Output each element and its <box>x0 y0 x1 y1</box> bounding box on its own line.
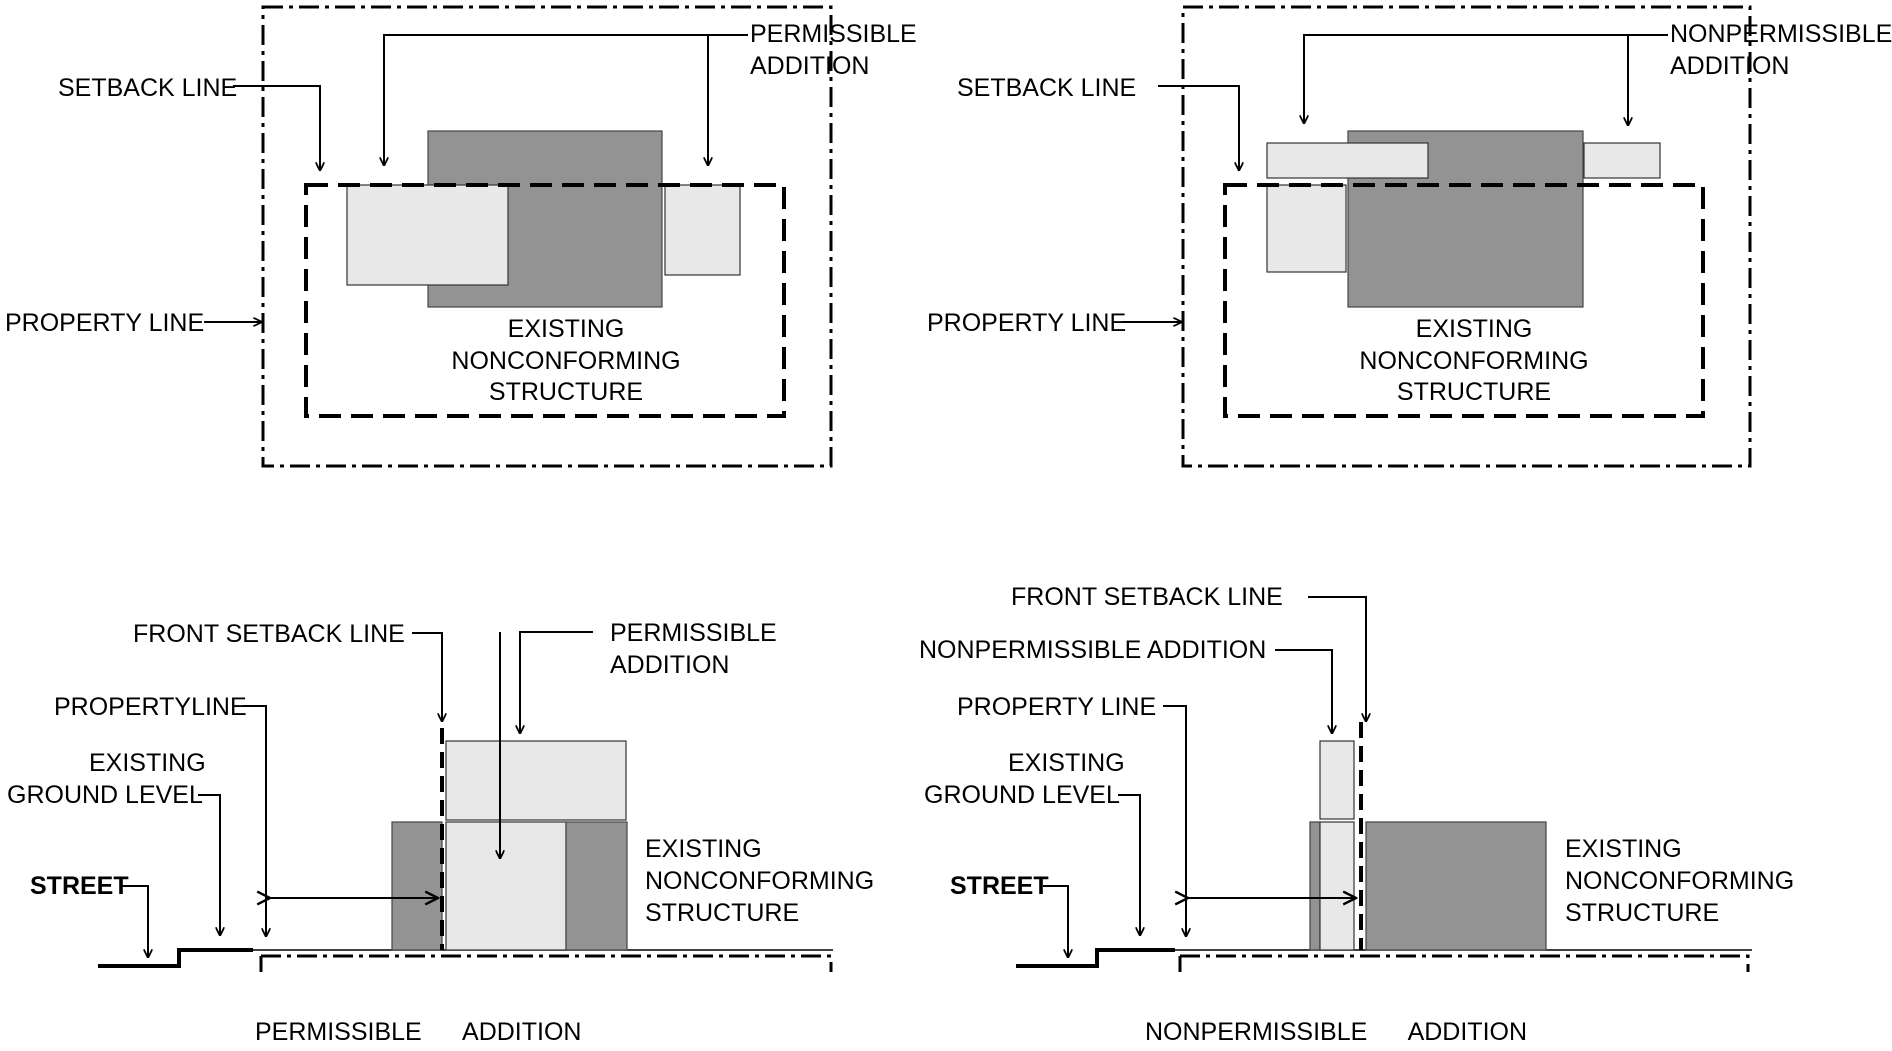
addition-leader <box>519 631 593 733</box>
property-line-label: PROPERTY LINE <box>927 309 1126 337</box>
property-line-ground <box>1180 954 1750 972</box>
nonpermissible-addition-label: ADDITION <box>1670 52 1789 80</box>
property-line-label: PROPERTYLINE <box>54 693 247 721</box>
permissible-addition-label: PERMISSIBLE <box>610 619 777 647</box>
structure-label: NONCONFORMING <box>1359 347 1588 375</box>
structure-label: STRUCTURE <box>645 899 799 927</box>
permissible-addition <box>445 740 627 821</box>
setback-line-label: SETBACK LINE <box>957 74 1136 102</box>
addition-leader-bar <box>1303 34 1668 122</box>
property-line-ground <box>261 954 833 972</box>
setback-line-boundary <box>304 183 786 418</box>
setback-leader <box>1308 596 1367 720</box>
plan-nonpermissible: NONPERMISSIBLE ADDITION SETBACK LINE PRO… <box>927 5 1892 468</box>
setback-leader <box>412 632 443 720</box>
structure-label: STRUCTURE <box>1565 899 1719 927</box>
property-line-label: PROPERTY LINE <box>957 693 1156 721</box>
nonpermissible-addition-left <box>1266 142 1429 179</box>
setback-leader <box>1158 85 1240 170</box>
structure-label: EXISTING <box>1565 835 1682 863</box>
existing-structure-center <box>445 821 567 951</box>
property-line-boundary <box>1181 5 1752 468</box>
permissible-addition-label: ADDITION <box>610 651 729 679</box>
street-label: STREET <box>30 872 129 900</box>
existing-structure <box>1365 821 1547 951</box>
nonpermissible-addition-right <box>1583 142 1661 179</box>
nonpermissible-addition-left-lower <box>1266 184 1347 273</box>
plan-permissible: PERMISSIBLE ADDITION SETBACK LINE PROPER… <box>5 5 917 468</box>
ground-level-label: EXISTING <box>1008 749 1125 777</box>
structure-label: STRUCTURE <box>489 378 643 406</box>
street-ground <box>1016 948 1175 968</box>
existing-structure-left <box>391 821 443 951</box>
structure-label: EXISTING <box>645 835 762 863</box>
ground-level-leader <box>198 794 221 935</box>
structure-label: STRUCTURE <box>1397 378 1551 406</box>
structure-label: NONCONFORMING <box>451 347 680 375</box>
property-line-boundary <box>261 5 833 468</box>
caption: NONPERMISSIBLE ADDITION <box>1145 1018 1527 1046</box>
ground-level-label: GROUND LEVEL <box>924 781 1120 809</box>
property-line-label: PROPERTY LINE <box>5 309 204 337</box>
property-line-leader <box>1163 705 1187 936</box>
existing-structure-right <box>565 821 628 951</box>
nonpermissible-addition-lower <box>1319 821 1355 951</box>
caption: PERMISSIBLE ADDITION <box>255 1018 581 1046</box>
addition-leader <box>1275 649 1333 733</box>
structure-label: EXISTING <box>1416 315 1533 343</box>
permissible-addition-left <box>346 184 509 286</box>
nonpermissible-addition-upper <box>1319 740 1355 820</box>
ground-level-label: GROUND LEVEL <box>7 781 203 809</box>
section-permissible: FRONT SETBACK LINE PERMISSIBLE ADDITION … <box>7 619 874 1046</box>
structure-label: NONCONFORMING <box>645 867 874 895</box>
structure-label: NONCONFORMING <box>1565 867 1794 895</box>
street-ground <box>98 948 253 968</box>
setback-leader <box>233 85 321 170</box>
front-setback-line-label: FRONT SETBACK LINE <box>1011 583 1283 611</box>
setback-line-boundary <box>1223 183 1705 418</box>
street-label: STREET <box>950 872 1049 900</box>
structure-label: EXISTING <box>508 315 625 343</box>
property-line-leader <box>243 705 267 936</box>
section-nonpermissible: FRONT SETBACK LINE NONPERMISSIBLE ADDITI… <box>919 583 1794 1046</box>
setback-line-label: SETBACK LINE <box>58 74 237 102</box>
ground-level-label: EXISTING <box>89 749 206 777</box>
nonpermissible-addition-label: NONPERMISSIBLE ADDITION <box>919 636 1266 664</box>
street-leader <box>1043 885 1069 957</box>
ground-level-leader <box>1118 794 1141 935</box>
permissible-addition-label: ADDITION <box>750 52 869 80</box>
addition-leader-bar <box>383 34 748 165</box>
existing-structure-sliver <box>1309 821 1321 951</box>
permissible-addition-label: PERMISSIBLE <box>750 20 917 48</box>
front-setback-line-label: FRONT SETBACK LINE <box>133 620 405 648</box>
nonpermissible-addition-label: NONPERMISSIBLE <box>1670 20 1892 48</box>
street-leader <box>120 885 149 957</box>
permissible-addition-right <box>664 184 741 276</box>
